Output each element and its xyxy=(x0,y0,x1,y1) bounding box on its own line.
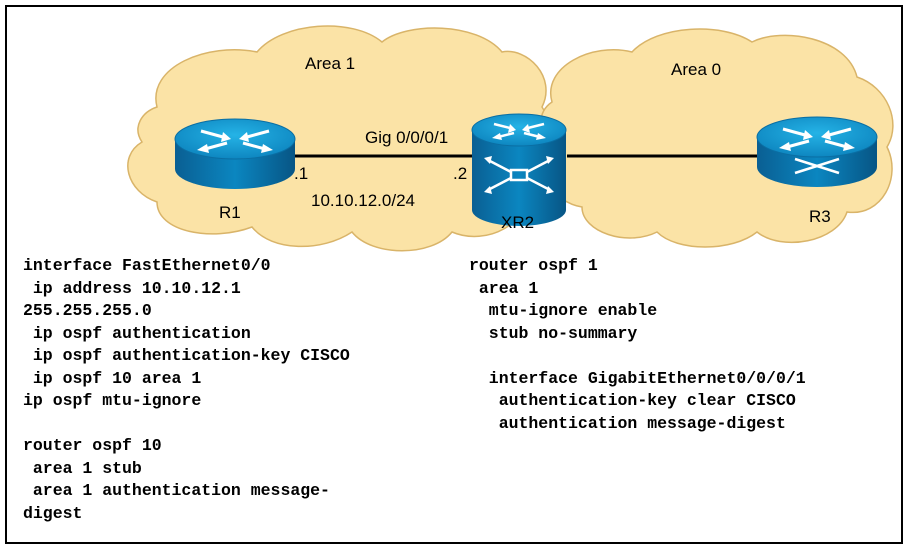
subnet-label: 10.10.12.0/24 xyxy=(311,191,415,210)
figure-frame: Area 1 Area 0 Gig 0/0/0/1 .1 .2 10.10.12… xyxy=(5,5,903,544)
r1-end-address: .1 xyxy=(294,164,308,183)
config-line: router ospf 1 xyxy=(469,256,598,275)
config-line: area 1 xyxy=(469,278,539,298)
config-line: ip ospf 10 area 1 xyxy=(23,368,202,388)
xr2-config-block: router ospf 1 area 1 mtu-ignore enable s… xyxy=(469,255,806,435)
config-line: digest xyxy=(23,503,83,523)
config-line: ip ospf authentication-key CISCO xyxy=(23,346,350,365)
config-line: interface GigabitEthernet0/0/0/1 xyxy=(469,368,806,388)
config-line xyxy=(23,413,350,436)
config-line: router ospf 10 xyxy=(23,436,162,455)
switching-router-icon[interactable] xyxy=(471,113,567,226)
r3-label: R3 xyxy=(809,207,831,226)
network-diagram: Area 1 Area 0 Gig 0/0/0/1 .1 .2 10.10.12… xyxy=(127,25,894,252)
config-line: 255.255.255.0 xyxy=(23,301,152,320)
config-line: area 1 stub xyxy=(23,458,142,478)
config-line: interface FastEthernet0/0 xyxy=(23,256,271,275)
config-line: stub no-summary xyxy=(469,323,638,343)
config-line: area 1 authentication message- xyxy=(23,481,330,500)
link-interface-label: Gig 0/0/0/1 xyxy=(365,128,448,147)
area-0-label: Area 0 xyxy=(671,60,721,79)
area-0-cloud xyxy=(540,28,894,248)
xr2-end-address: .2 xyxy=(453,164,467,183)
router-icon[interactable] xyxy=(174,118,296,189)
xr2-label: XR2 xyxy=(501,213,534,232)
r1-config-block: interface FastEthernet0/0 ip address 10.… xyxy=(23,255,350,525)
config-line: mtu-ignore enable xyxy=(469,301,658,320)
router-icon[interactable] xyxy=(756,116,878,187)
config-line: ip ospf mtu-ignore xyxy=(23,391,202,410)
config-line: ip address 10.10.12.1 xyxy=(23,278,241,298)
config-line: authentication message-digest xyxy=(469,413,786,433)
config-line: ip ospf authentication xyxy=(23,323,251,343)
config-line: authentication-key clear CISCO xyxy=(469,391,796,410)
config-line xyxy=(469,345,806,368)
area-1-label: Area 1 xyxy=(305,54,355,73)
r1-label: R1 xyxy=(219,203,241,222)
